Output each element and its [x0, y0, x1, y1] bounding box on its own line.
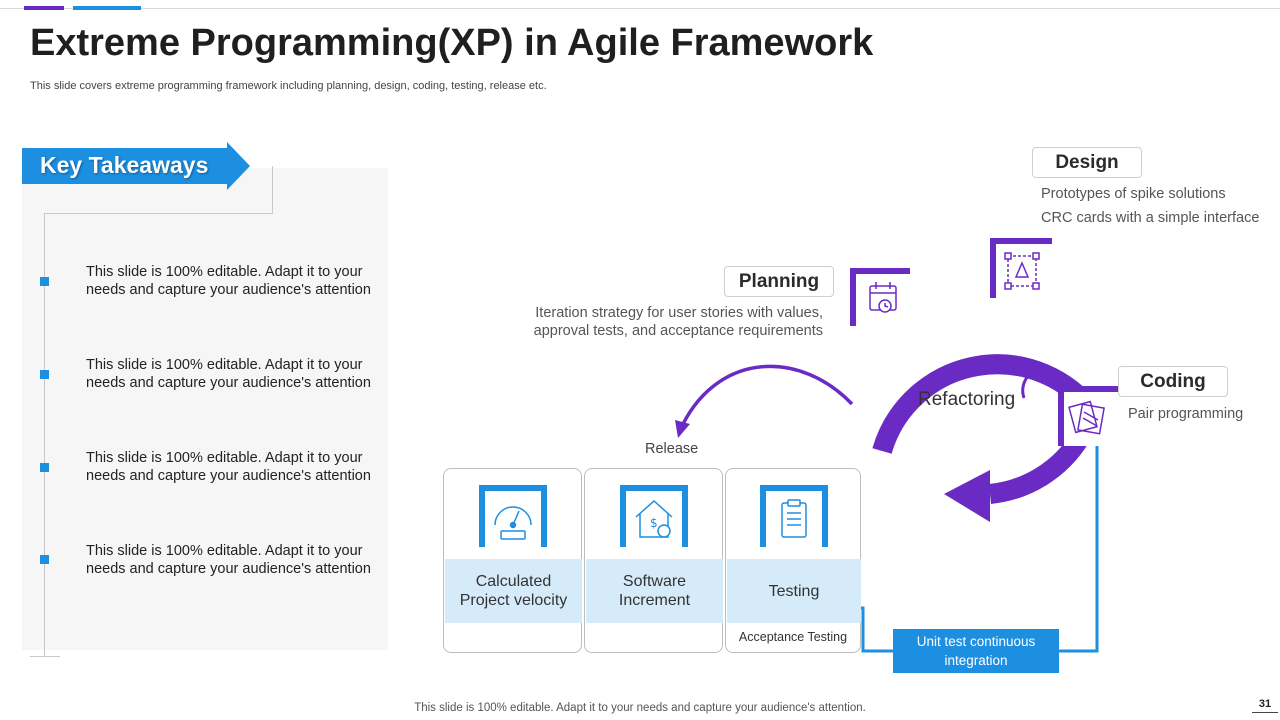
takeaway-item-4: This slide is 100% editable. Adapt it to…: [86, 543, 371, 577]
timeline-line: [44, 214, 45, 656]
takeaway-bullet-2: [40, 370, 49, 379]
clipboard-icon: [760, 485, 828, 547]
card-testing: Testing Acceptance Testing: [725, 468, 861, 653]
house-dollar-icon: $: [620, 485, 688, 547]
acceptance-testing-label: Acceptance Testing: [738, 630, 848, 644]
card-label-line1: Calculated: [475, 573, 552, 590]
card-band-testing: Testing: [727, 559, 861, 623]
takeaway-bullet-3: [40, 463, 49, 472]
takeaway-bullet-1: [40, 277, 49, 286]
testing-to-unittest-line: [860, 606, 893, 653]
speedometer-icon: [479, 485, 547, 547]
design-desc-line1: Prototypes of spike solutions: [1041, 186, 1226, 202]
takeaway-item-3: This slide is 100% editable. Adapt it to…: [86, 450, 371, 484]
takeaway-item-2: This slide is 100% editable. Adapt it to…: [86, 357, 371, 391]
accent-bar-blue: [73, 6, 141, 10]
timeline-foot: [30, 656, 60, 657]
card-label-line1: Software: [622, 573, 687, 590]
card-label-line2: Project velocity: [459, 592, 568, 609]
calendar-clock-icon: [869, 282, 897, 313]
header-divider: [0, 8, 1280, 9]
accent-bar-purple: [24, 6, 64, 10]
takeaways-banner: [22, 142, 250, 190]
coding-to-unittest-line: [1059, 446, 1099, 653]
coding-label: Coding: [1118, 366, 1228, 397]
design-desc-line2: CRC cards with a simple interface: [1041, 210, 1260, 226]
unit-test-box: Unit test continuous integration: [893, 629, 1059, 673]
page-title: Extreme Programming(XP) in Agile Framewo…: [30, 22, 874, 64]
footer-note: This slide is 100% editable. Adapt it to…: [414, 702, 866, 714]
release-label: Release: [645, 441, 699, 457]
code-cards-icon: [1068, 400, 1105, 435]
takeaway-bullet-4: [40, 555, 49, 564]
takeaways-heading: Key Takeaways: [40, 152, 209, 178]
cycle-ring-lower-arc: [988, 432, 1089, 504]
planning-desc-line1: Iteration strategy for user stories with…: [535, 305, 823, 321]
unit-test-label: Unit test continuous integration: [916, 634, 1036, 668]
coding-desc: Pair programming: [1128, 406, 1244, 422]
page-number: 31: [1252, 698, 1278, 713]
planning-label: Planning: [724, 266, 834, 297]
design-frame-icon: [1004, 252, 1040, 290]
cycle-arrow-head: [944, 470, 990, 522]
release-arrow: [681, 364, 854, 425]
page-subtitle: This slide covers extreme programming fr…: [30, 80, 547, 92]
card-label-line1: Testing: [768, 582, 820, 600]
takeaway-item-1: This slide is 100% editable. Adapt it to…: [86, 264, 371, 298]
card-label-line2: Increment: [618, 592, 691, 609]
design-label: Design: [1032, 147, 1142, 178]
takeaways-connector: [44, 166, 273, 214]
planning-desc-line2: approval tests, and acceptance requireme…: [533, 323, 823, 339]
refactoring-label: Refactoring: [918, 389, 1016, 410]
takeaways-panel: [22, 168, 388, 650]
refactoring-loop-arrow: [1021, 367, 1069, 399]
release-arrow-head: [675, 420, 690, 438]
svg-text:$: $: [650, 516, 658, 530]
